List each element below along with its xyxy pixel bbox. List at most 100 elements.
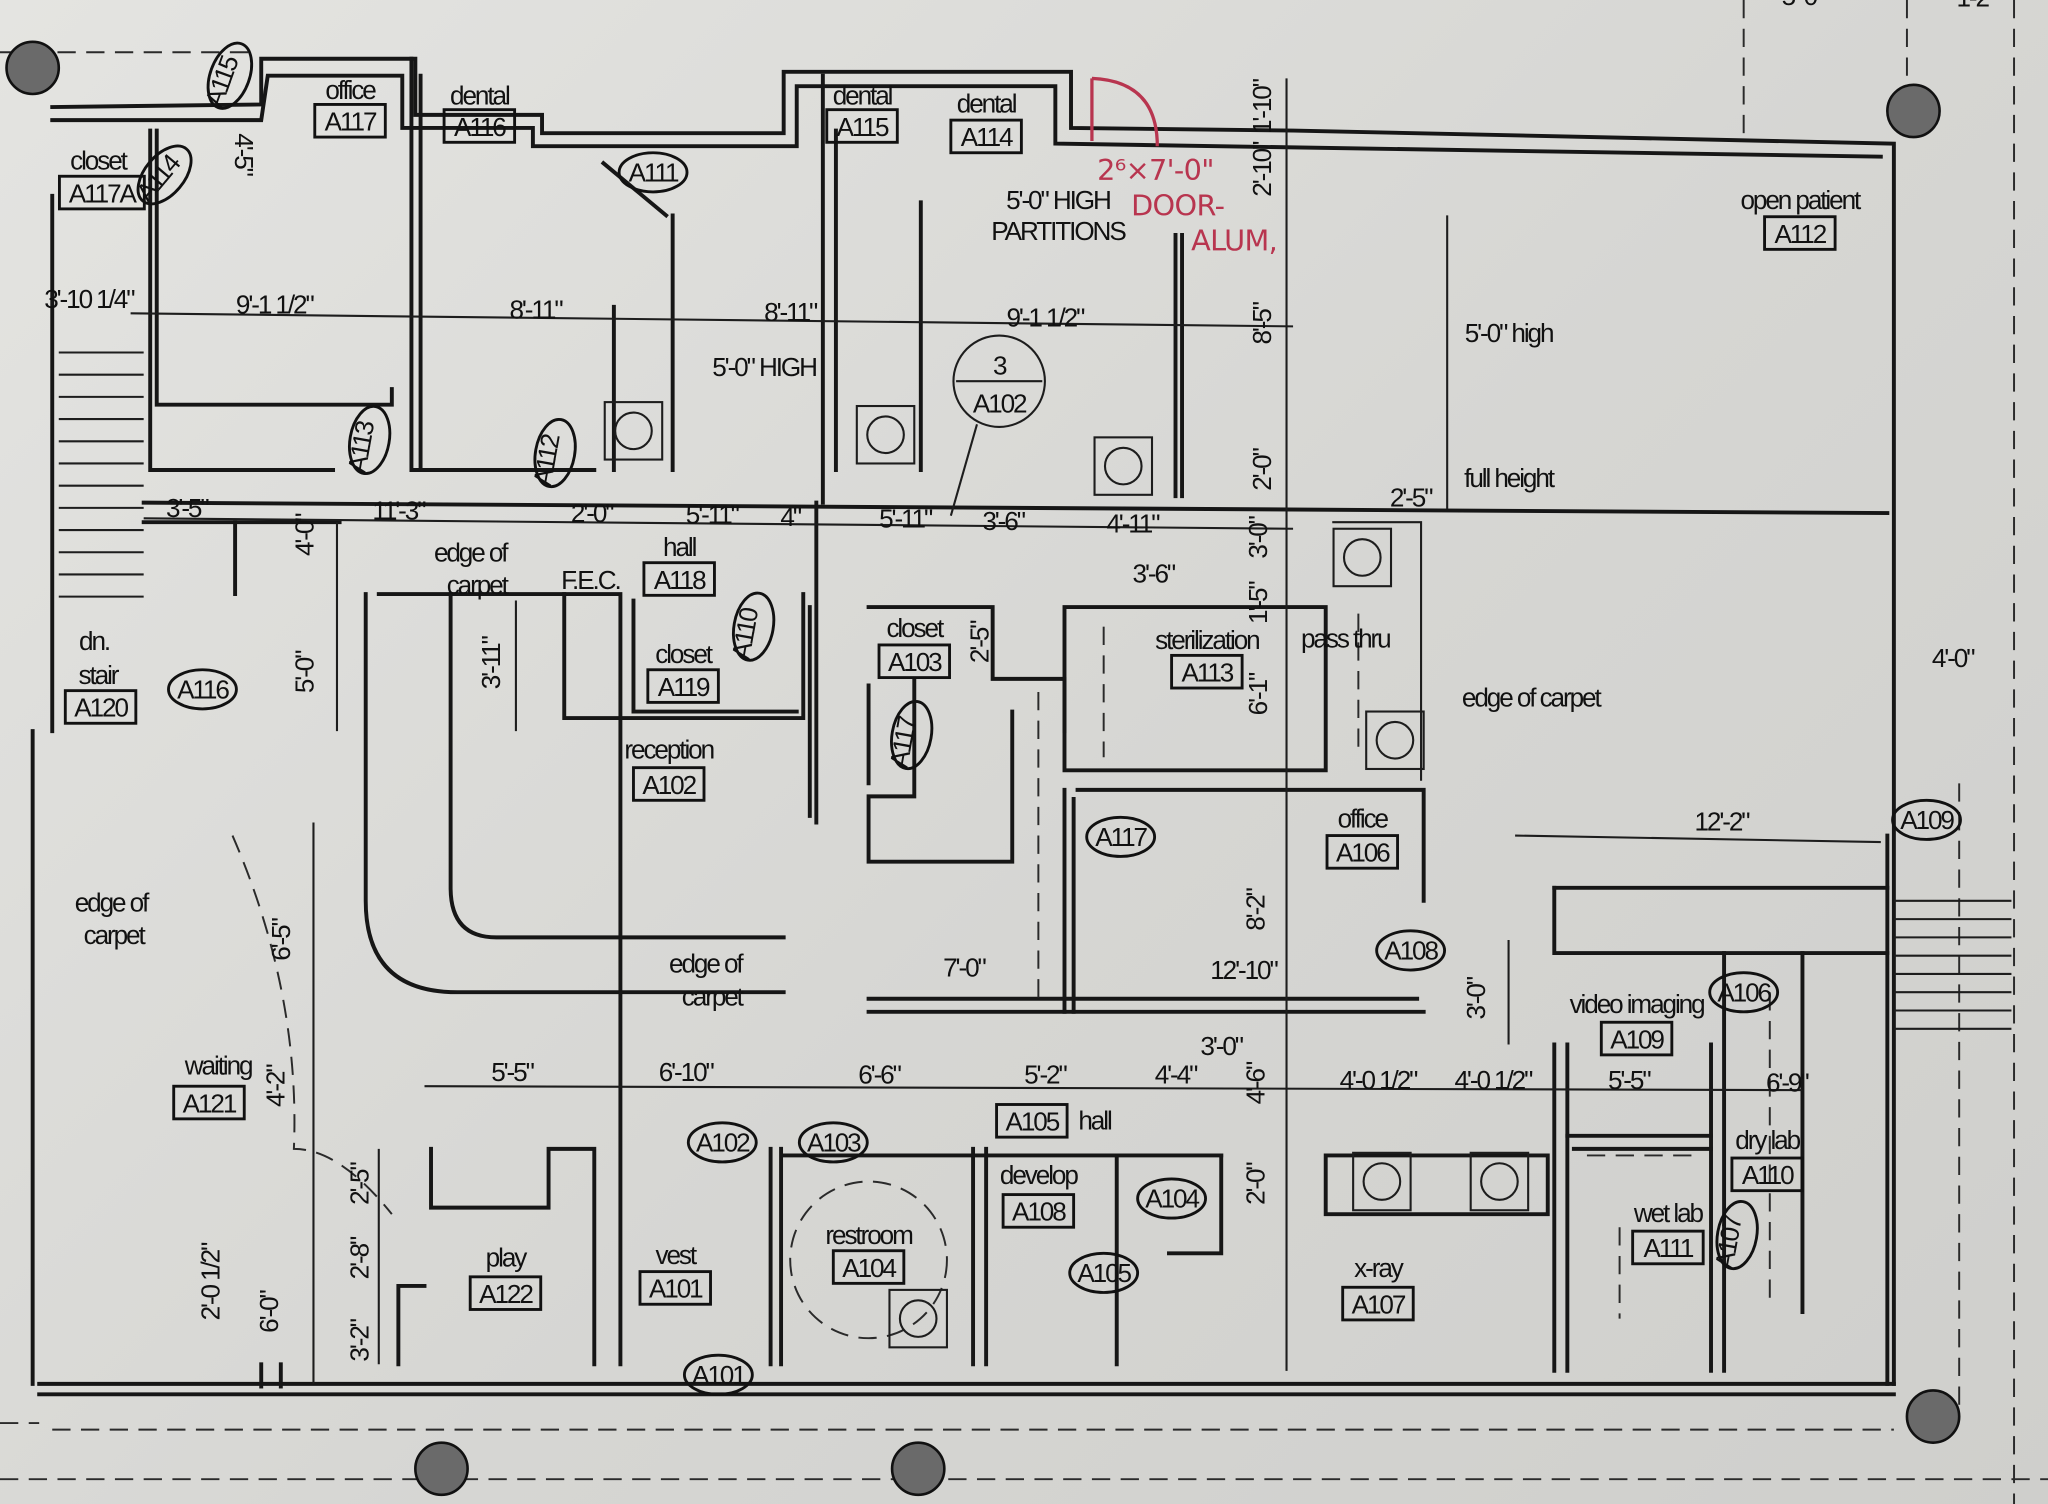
room-name: stair <box>79 660 120 690</box>
room-tag: A120 <box>74 693 128 723</box>
room-name: waiting <box>184 1050 252 1080</box>
section-marker-sheet: A102 <box>973 389 1027 419</box>
room-tag-box <box>646 668 720 704</box>
section-marker-number: 3 <box>993 351 1007 381</box>
note-edge-carpet-2a: edge of <box>75 887 150 917</box>
dimension-label: 3'-11" <box>476 635 506 689</box>
sink-fixture <box>1332 527 1393 588</box>
dimension-line <box>1515 834 1881 844</box>
dimension-label: 11'-3" <box>372 496 426 526</box>
room-tag: A104 <box>842 1253 896 1283</box>
red-note-alum: ALUM, <box>1191 224 1277 258</box>
wall <box>1167 1153 1224 1256</box>
dimension-label: 2'-10" <box>1247 141 1277 197</box>
wall <box>631 598 799 714</box>
door-tag-bubble <box>1375 929 1447 972</box>
dimension-label: 1'-5" <box>1243 581 1273 624</box>
room-tag-box <box>172 1084 246 1121</box>
room-tag-box <box>1631 1229 1705 1266</box>
dimension-label: 6'-9" <box>1766 1067 1809 1097</box>
dimension-label: 2'-5" <box>344 1162 374 1205</box>
room-name: develop <box>1000 1160 1078 1190</box>
note-full-height: full height <box>1464 463 1556 493</box>
room-tag-box <box>1730 1156 1804 1193</box>
room-name: office <box>1338 804 1389 834</box>
door-tag-bubble <box>1068 1251 1140 1294</box>
room-name: video imaging <box>1570 989 1705 1019</box>
room-name: closet <box>655 639 714 669</box>
dimension-label: 4'-0 1/2" <box>1455 1065 1534 1095</box>
door-tag: A104 <box>1145 1184 1199 1214</box>
room-tag: A105 <box>1006 1107 1060 1137</box>
room-prefix: dn. <box>79 626 109 656</box>
pass-thru-counter <box>1332 521 1423 781</box>
room-name: dental <box>833 80 893 110</box>
fixtures <box>5 40 1961 1497</box>
room-tag-box <box>831 1249 906 1285</box>
red-door-sketch <box>1090 76 1159 147</box>
door-tag-bubble <box>533 417 577 489</box>
sink-icon <box>1342 538 1382 577</box>
dimension-label: 6'-0" <box>254 1289 284 1332</box>
room-name: sterilization <box>1155 625 1259 655</box>
room-tag: A114 <box>961 122 1013 152</box>
room-tag-box <box>825 108 899 144</box>
dimension-label: 1-2 <box>1957 0 1990 13</box>
dimension-label: 2'-0 1/2" <box>195 1242 225 1321</box>
dimension-label: 6'-1" <box>1243 672 1273 715</box>
room-tag-box <box>468 1275 543 1311</box>
room-tag: A109 <box>1610 1024 1664 1054</box>
dimension-label: 8'-11" <box>764 297 818 327</box>
dimension-label: 7'-0" <box>943 953 986 983</box>
section-marker-leader <box>949 424 978 516</box>
dimension-label: 3'-2" <box>344 1318 374 1361</box>
room-tag: A122 <box>479 1279 533 1309</box>
dimension-label: 5'-0" <box>289 650 319 693</box>
door-tag: A105 <box>1077 1258 1131 1288</box>
dimension-label: 4'-4" <box>1155 1060 1198 1090</box>
door-tag-bubble <box>1136 1177 1207 1220</box>
room-tag-box <box>877 643 951 680</box>
wall <box>1323 1153 1550 1217</box>
room-tag: A118 <box>654 565 706 595</box>
room-tag: A103 <box>888 647 942 677</box>
dimension-label: 1'-10" <box>1247 78 1277 134</box>
door-tag-bubble <box>1715 1200 1759 1271</box>
door-tag: A102 <box>696 1128 750 1158</box>
wall <box>376 592 623 1367</box>
dimension-label: 6'-10" <box>659 1057 715 1087</box>
dimension-label: 9'-1 1/2" <box>1007 302 1086 332</box>
room-tag-box <box>313 103 387 139</box>
sink-fixture <box>1365 710 1425 771</box>
door-tag: A101 <box>692 1360 746 1390</box>
red-note-door: DOOR- <box>1131 188 1224 222</box>
note-partitions-line2: PARTITIONS <box>991 216 1126 246</box>
dimension-label: 5'-5" <box>1608 1065 1651 1095</box>
wall <box>50 73 1883 159</box>
x-ray-unit-icon <box>1362 1162 1402 1201</box>
room-name: dental <box>957 88 1017 118</box>
dimension-label: 2'-5" <box>1390 483 1433 513</box>
note-high-5ft: 5'-0" HIGH <box>712 352 816 382</box>
room-name: vest <box>655 1240 697 1270</box>
dimension-line <box>143 517 1294 530</box>
door-tag: A117 <box>1095 822 1147 852</box>
dimension-label: 5'-5" <box>491 1057 534 1087</box>
door-tag-bubble <box>732 591 776 662</box>
wall <box>141 500 1890 516</box>
room-tag-box <box>1001 1193 1076 1229</box>
dimension-line <box>424 1085 1803 1092</box>
column-marker-icon <box>1905 1389 1961 1444</box>
wall <box>448 592 786 940</box>
x-ray-unit-fixture <box>1469 1151 1530 1212</box>
dimension-label: 9'-1 1/2" <box>236 289 315 319</box>
dimension-line <box>130 312 1294 328</box>
room-name: reception <box>624 735 713 765</box>
room-tag-box <box>1170 653 1244 690</box>
toilet-icon <box>898 1299 938 1338</box>
wall <box>363 592 786 995</box>
room-tag: A102 <box>642 770 696 800</box>
dimension-label: 4" <box>780 502 801 532</box>
room-tag-box <box>1341 1285 1415 1322</box>
red-markup: 2⁶×7'-0" DOOR- ALUM, <box>1090 76 1278 258</box>
